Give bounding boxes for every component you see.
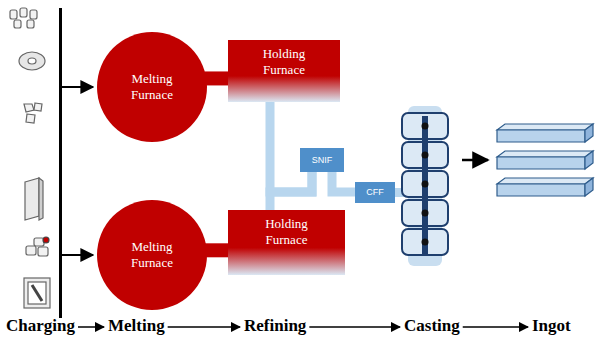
flow-arrow (168, 326, 240, 328)
stage-label: Melting (108, 316, 165, 336)
node-label: SNIF (312, 155, 333, 166)
charge-arrow (62, 254, 93, 256)
charge-arrow (62, 86, 93, 88)
stage-label: Casting (404, 316, 460, 336)
melting-furnace: Melting Furnace (97, 32, 207, 142)
stage-label: Ingot (532, 316, 571, 336)
node-label: Melting Furnace (121, 239, 183, 270)
stage-label: Charging (6, 316, 75, 336)
node-label: Holding Furnace (256, 216, 318, 247)
node-label: CFF (366, 187, 384, 198)
node-label: Holding Furnace (253, 46, 315, 77)
flow-arrow (309, 326, 400, 328)
stage-label: Refining (244, 316, 306, 336)
launder-pipe (270, 172, 312, 210)
casting-machine (402, 106, 448, 266)
cff-filter: CFF (355, 182, 395, 203)
snif-unit: SNIF (300, 148, 344, 172)
output-arrow (462, 159, 488, 162)
melting-furnace: Melting Furnace (97, 200, 207, 310)
flow-arrow (78, 326, 104, 328)
node-label: Melting Furnace (121, 71, 183, 102)
scrap-icons (10, 8, 50, 308)
molten-metal-channel (204, 71, 228, 85)
launder-pipe (332, 172, 355, 192)
ingot-stack (497, 124, 593, 196)
launder-pipe (270, 102, 312, 192)
charging-bar (59, 8, 62, 318)
molten-metal-channel (205, 243, 228, 257)
holding-furnace: Holding Furnace (228, 210, 345, 275)
flow-arrow (463, 326, 528, 328)
holding-furnace: Holding Furnace (228, 40, 340, 102)
